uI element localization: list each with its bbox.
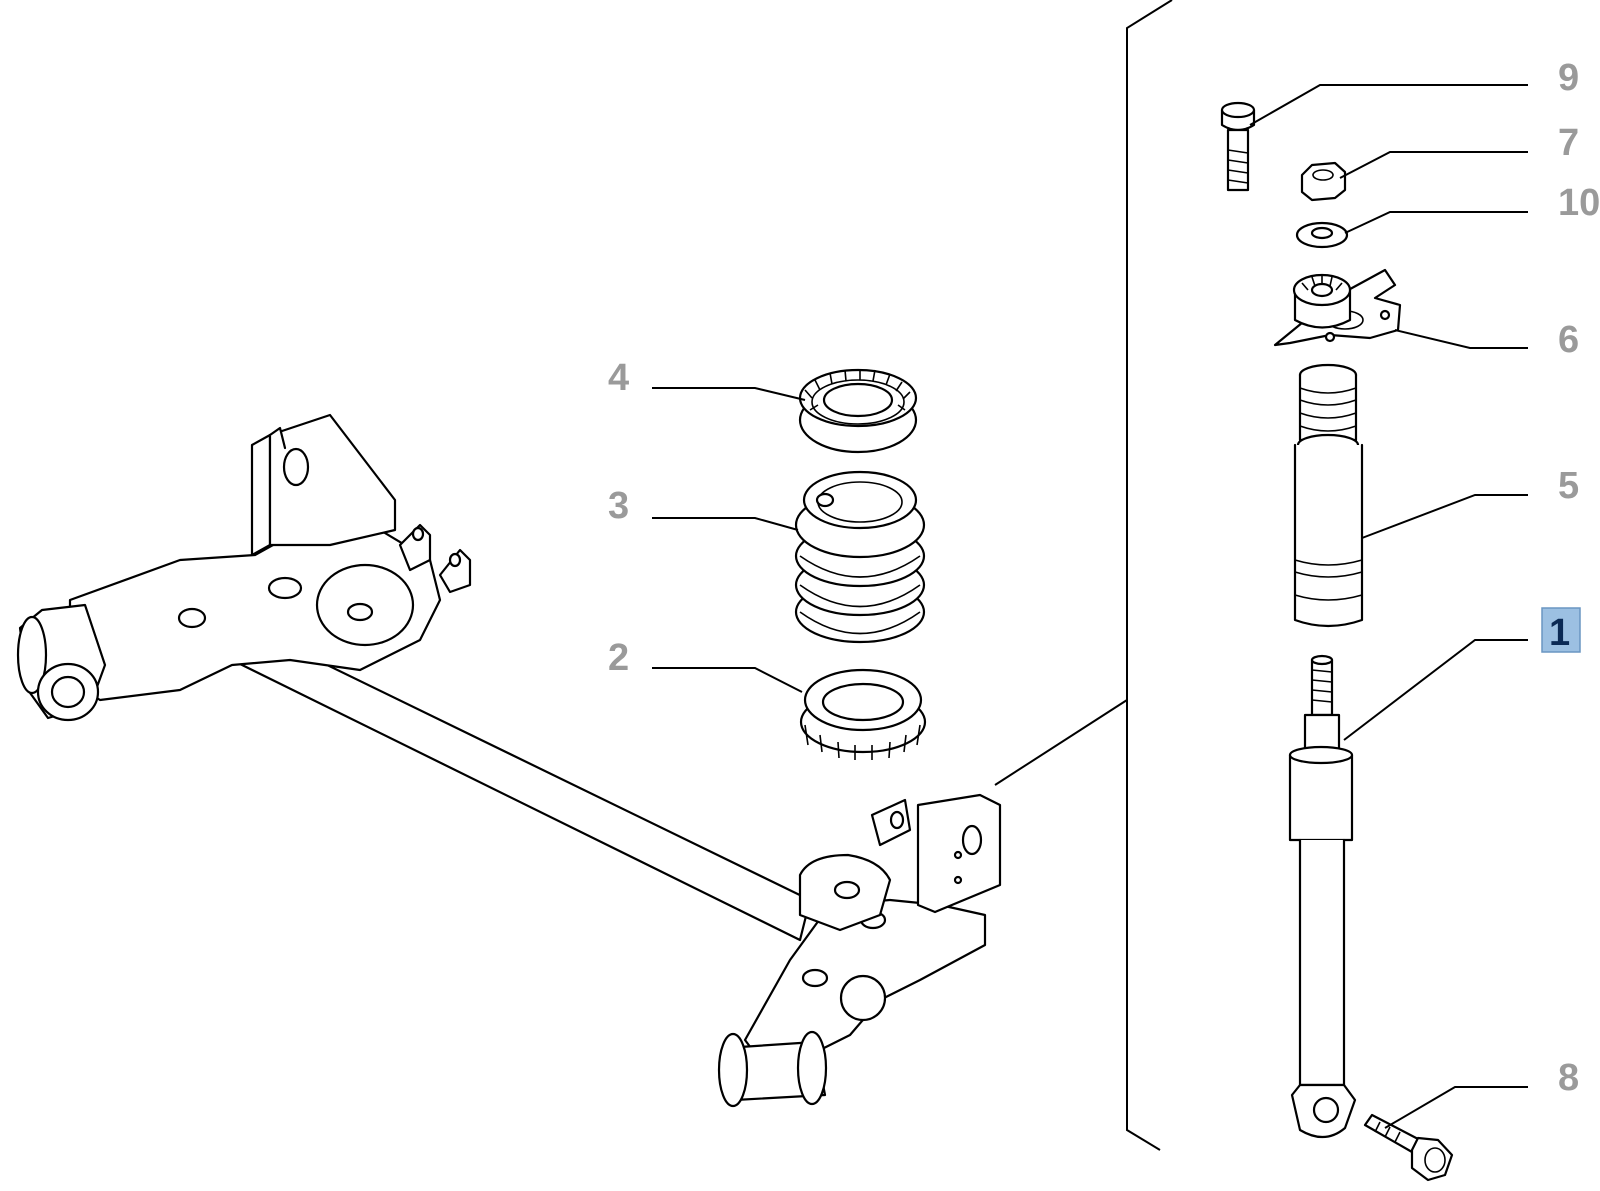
label-9-text: 9	[1558, 57, 1579, 99]
lower-spring-seat[interactable]	[799, 668, 927, 760]
shock-absorber[interactable]	[1288, 654, 1357, 1139]
label-2-text: 2	[608, 637, 629, 679]
top-washer[interactable]	[1295, 221, 1349, 249]
bottom-bolt[interactable]	[1363, 1113, 1454, 1182]
label-3-text: 3	[608, 485, 629, 527]
label-4: 4	[608, 357, 806, 401]
label-8: 8	[1384, 1057, 1579, 1129]
upper-mount[interactable]	[1273, 268, 1402, 347]
coil-spring[interactable]	[794, 470, 926, 644]
rear-axle-beam[interactable]	[16, 413, 1002, 1108]
label-1: 1	[1343, 607, 1581, 741]
label-6-leader	[1394, 329, 1528, 349]
label-10-leader	[1344, 211, 1528, 234]
label-8-text: 8	[1558, 1057, 1579, 1099]
label-8-leader	[1384, 1086, 1528, 1129]
label-1-text: 1	[1549, 612, 1570, 654]
label-3: 3	[608, 485, 799, 531]
label-4-leader	[652, 387, 806, 401]
label-10-text: 10	[1558, 182, 1600, 224]
label-3-leader	[652, 517, 799, 531]
label-2: 2	[608, 637, 803, 693]
upper-spring-seat[interactable]	[798, 368, 918, 454]
label-4-text: 4	[608, 357, 629, 399]
label-9-leader	[1249, 84, 1528, 126]
label-2-leader	[652, 667, 803, 693]
top-nut[interactable]	[1300, 161, 1347, 202]
label-1-leader	[1343, 639, 1528, 741]
label-5-text: 5	[1558, 465, 1579, 507]
axle-leader-line	[994, 699, 1128, 786]
label-7: 7	[1339, 122, 1579, 179]
label-6: 6	[1394, 319, 1579, 361]
label-5-leader	[1361, 494, 1528, 539]
group-bracket	[1126, 0, 1173, 1151]
selected-part-highlight	[1541, 607, 1581, 653]
label-5: 5	[1361, 465, 1579, 539]
label-7-text: 7	[1558, 122, 1579, 164]
label-6-text: 6	[1558, 319, 1579, 361]
label-10: 10	[1344, 182, 1600, 234]
top-bolt[interactable]	[1220, 101, 1256, 192]
label-7-leader	[1339, 151, 1528, 179]
dust-boot[interactable]	[1293, 363, 1364, 628]
label-9: 9	[1249, 57, 1579, 126]
